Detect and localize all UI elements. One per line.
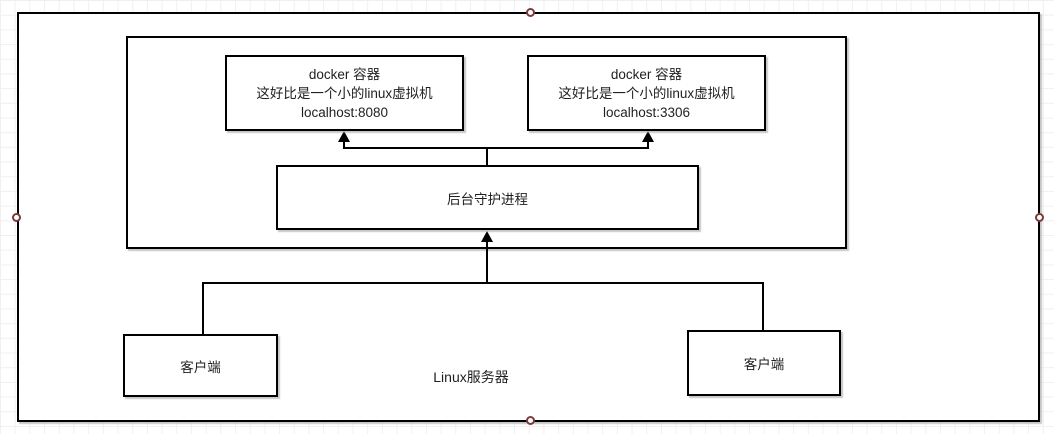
- client-box-left[interactable]: 客户端: [123, 334, 278, 397]
- docker-container-box-1[interactable]: docker 容器 这好比是一个小的linux虚拟机 localhost:808…: [225, 55, 464, 131]
- daemon-label: 后台守护进程: [447, 191, 528, 207]
- connector-clients-to-daemon-vertical[interactable]: [486, 240, 488, 283]
- arrowhead-up-daemon[interactable]: [481, 231, 493, 242]
- client-left-label: 客户端: [180, 359, 221, 375]
- container2-host: localhost:3306: [602, 104, 691, 120]
- resize-handle-right[interactable]: [1035, 213, 1044, 222]
- connector-client1-vertical[interactable]: [202, 283, 204, 334]
- container1-host: localhost:8080: [300, 104, 389, 120]
- container1-title: docker 容器: [308, 66, 381, 82]
- linux-server-label: Linux服务器: [433, 369, 509, 385]
- connector-clients-horizontal[interactable]: [202, 282, 764, 284]
- arrowhead-up-container2[interactable]: [642, 131, 654, 142]
- client-right-label: 客户端: [743, 357, 785, 372]
- resize-handle-left[interactable]: [12, 213, 21, 222]
- container1-desc: 这好比是一个小的linux虚拟机: [256, 85, 433, 101]
- arrowhead-up-container1[interactable]: [338, 131, 350, 142]
- client-box-right[interactable]: 客户端: [687, 330, 841, 396]
- container2-title: docker 容器: [610, 66, 683, 82]
- connector-daemon-to-containers-stub[interactable]: [486, 148, 488, 166]
- connector-client2-vertical[interactable]: [762, 283, 764, 330]
- docker-container-box-2[interactable]: docker 容器 这好比是一个小的linux虚拟机 localhost:330…: [527, 55, 766, 131]
- resize-handle-bottom[interactable]: [526, 416, 535, 425]
- resize-handle-top[interactable]: [526, 8, 535, 17]
- daemon-box[interactable]: 后台守护进程: [276, 165, 699, 230]
- connector-daemon-to-containers-horizontal[interactable]: [343, 147, 649, 149]
- container2-desc: 这好比是一个小的linux虚拟机: [558, 85, 735, 101]
